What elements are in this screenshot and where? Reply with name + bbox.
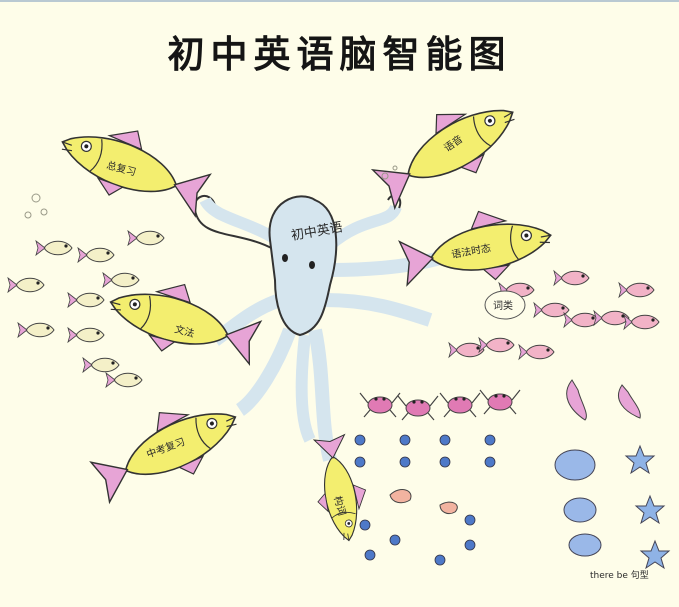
bubbles: [24, 165, 398, 219]
crab-row: [359, 389, 521, 421]
top-border: [0, 0, 679, 2]
vocab-bubble: 词类: [484, 290, 526, 320]
shrimps: [389, 489, 458, 515]
octopus-body: 初中英语: [268, 195, 344, 337]
right-fish-cluster: [448, 270, 660, 360]
page-title: 初中英语脑智能图: [167, 32, 512, 76]
vocab-label: 词类: [493, 299, 513, 312]
blue-ovals: [554, 449, 602, 557]
blue-ball-grid: [354, 434, 496, 566]
sea-stars: [625, 445, 670, 569]
there-be-label: there be 句型: [590, 569, 649, 581]
seahorses: [566, 379, 641, 421]
